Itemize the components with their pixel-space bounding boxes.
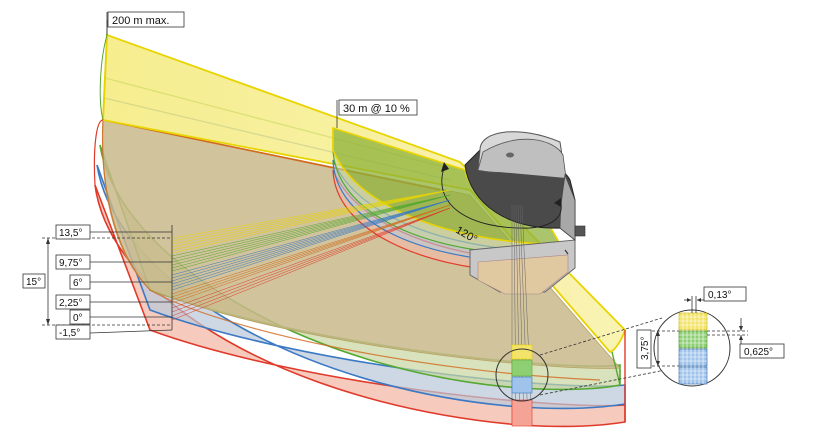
angle-0: 0° <box>73 313 83 324</box>
angle-minus-1-5: -1,5° <box>59 328 80 339</box>
lidar-sensor <box>464 131 586 295</box>
h-resolution-label: 0,13° <box>708 290 731 301</box>
vertical-angle-scale: 15° 13,5° 9,75° 6° 2,25° 0° -1,5° <box>22 224 173 340</box>
range-max-callout: 200 m max. <box>106 11 185 35</box>
zoom-grid <box>678 312 708 385</box>
front-beam-grid <box>511 344 533 427</box>
angle-9-75: 9,75° <box>59 258 82 269</box>
h-resolution-dim: 0,13° <box>684 286 747 313</box>
beam-fan-left <box>171 189 451 321</box>
angle-6: 6° <box>73 278 83 289</box>
far-field-fan <box>94 33 627 428</box>
vertical-fov-label: 15° <box>26 277 41 288</box>
range-10pct-callout: 30 m @ 10 % <box>336 99 418 128</box>
range-max-label: 200 m max. <box>112 15 169 27</box>
v-resolution-dim: 0,625° <box>707 318 785 359</box>
v-resolution-label: 0,625° <box>744 347 773 358</box>
range-10pct-label: 30 m @ 10 % <box>343 103 410 115</box>
layer-spacing-dim: 3,75° <box>636 329 679 369</box>
zoom-callout <box>495 309 731 402</box>
angle-13-5: 13,5° <box>59 228 82 239</box>
layer-spacing-label: 3,75° <box>640 337 651 360</box>
angle-2-25: 2,25° <box>59 298 82 309</box>
